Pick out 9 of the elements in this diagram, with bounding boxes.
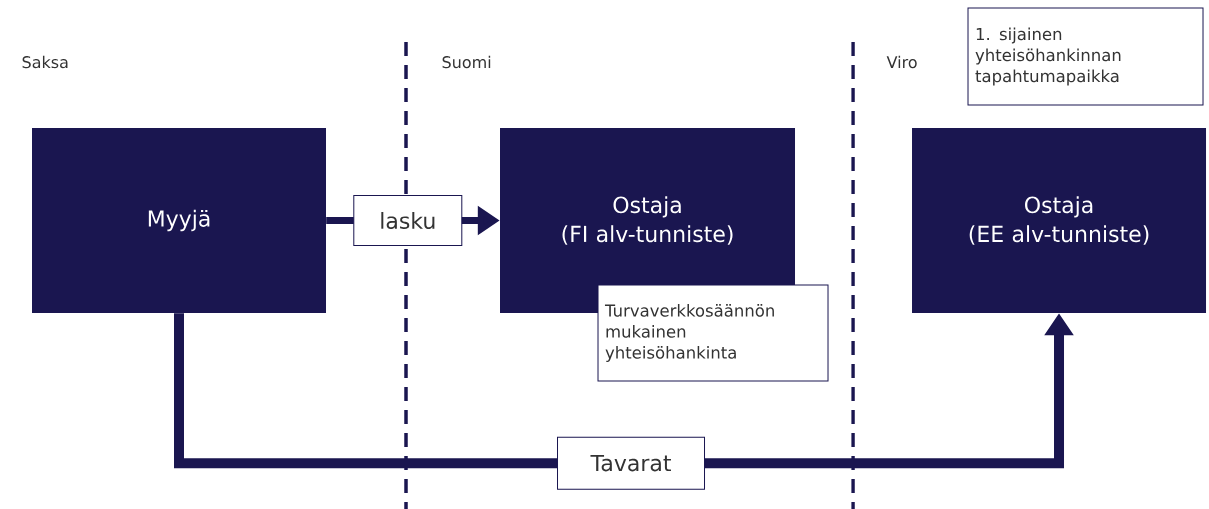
edge-label: lasku [353,195,463,246]
region-label: Suomi [442,55,491,69]
note-box: Turvaverkkosäännön mukainen yhteisöhankinta [597,284,829,382]
edge-label: Tavarat [557,436,705,490]
party-box: Myyjä [32,128,326,313]
note-box: 1. sijainen yhteisöhankinnan tapahtumapaikka [967,7,1204,106]
region-label: Saksa [22,55,68,69]
region-label: Viro [886,55,917,69]
party-box: Ostaja (EE alv-tunniste) [912,128,1206,313]
